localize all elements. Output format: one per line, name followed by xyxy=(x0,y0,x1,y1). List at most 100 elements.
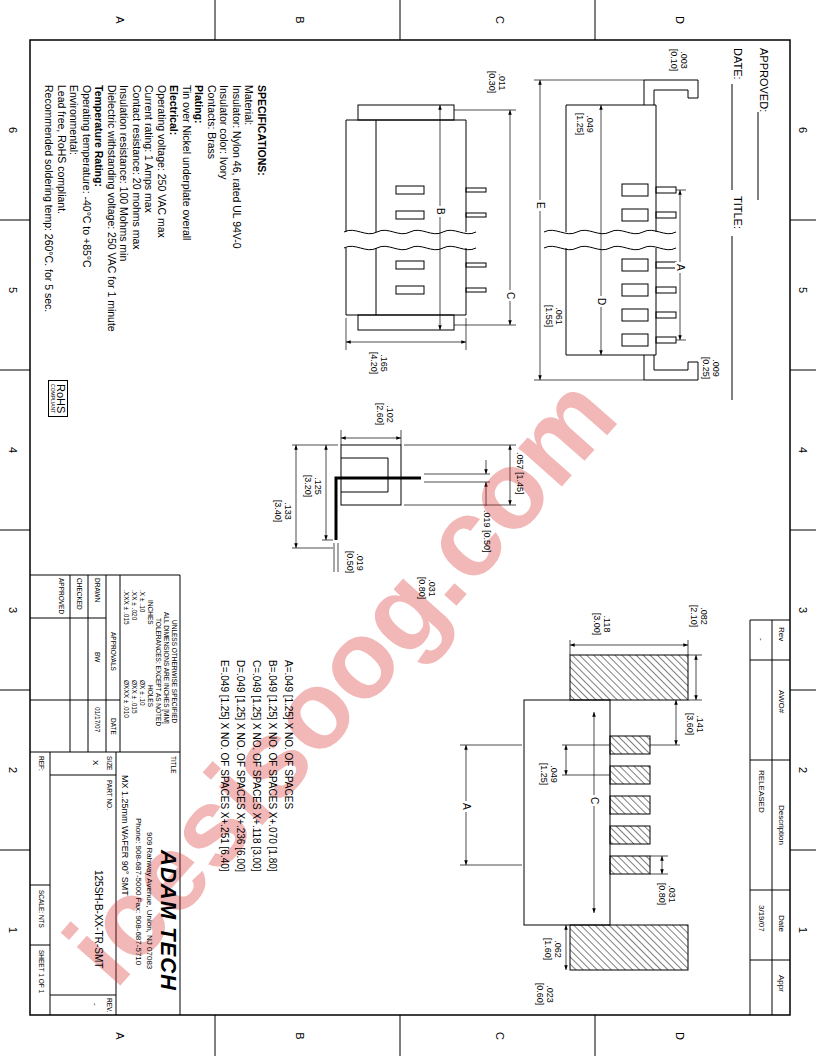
signal-pad xyxy=(610,766,650,784)
dimension-text: .141 [3.60] xyxy=(684,708,704,740)
part-number: 125SH-B-XX-TR-SMT xyxy=(93,870,105,968)
table-cell: 01/17/07 xyxy=(94,707,101,732)
tolerance-note: UNLESS OTHERWISE SPECIFIED xyxy=(171,620,178,723)
slot xyxy=(396,261,424,269)
table-cell: CHECKED xyxy=(76,578,83,610)
zone-number: 5 xyxy=(7,287,20,293)
spec-text: Insulator: Nylon 46, rated UL 94V-0 xyxy=(231,85,243,249)
break-line xyxy=(344,246,476,249)
contact-pins xyxy=(622,184,676,346)
extension-lines xyxy=(346,110,516,350)
signal-pad xyxy=(610,856,650,874)
dimension-text: .023 [0.60] xyxy=(534,978,554,1010)
pin xyxy=(656,337,676,343)
dimension-line xyxy=(440,105,441,330)
dimension-letter: B xyxy=(435,206,446,217)
zone-letter: A xyxy=(114,1032,127,1039)
zone-number: 1 xyxy=(7,927,20,933)
dimension-text: .062 [1.60] xyxy=(542,933,562,965)
dimension-line xyxy=(696,655,697,700)
logo-text: RoHS xyxy=(55,384,66,413)
table-cell: BW xyxy=(94,652,101,662)
pin xyxy=(656,287,676,293)
dimension-text: .009 [0.25] xyxy=(700,352,720,384)
pin xyxy=(656,187,676,193)
dimension-letter: C xyxy=(589,795,600,806)
pin xyxy=(656,262,676,268)
table-header: APPROVALS xyxy=(110,632,117,671)
zone-number: 5 xyxy=(797,287,810,293)
slot xyxy=(396,211,424,219)
pin xyxy=(656,312,676,318)
spec-text: Insulation resistance: 100 Mohms min xyxy=(118,85,130,261)
dimension-text: .165 [4.20] xyxy=(368,347,388,379)
zone-number: 1 xyxy=(797,927,810,933)
dimension-line xyxy=(662,856,663,874)
dimension-text: .031 [0.80] xyxy=(656,878,676,910)
latch xyxy=(358,315,454,330)
spec-text: Environmental: xyxy=(68,85,80,155)
dimension-text: .102 [2.60] xyxy=(374,398,394,430)
dimension-text: .019 [0.50] xyxy=(482,510,492,553)
dimension-text: .003 [0.10] xyxy=(668,44,688,76)
table-cell: X xyxy=(91,760,100,765)
zone-letter: A xyxy=(114,16,127,23)
zone-number: 4 xyxy=(797,447,810,453)
dimension-text: .061 [1.55] xyxy=(543,300,563,332)
formula-note: D=.049 [1.25] X NO. OF SPACES X+.236 [6.… xyxy=(235,660,247,872)
drawing-title: MX 1.25mm WAFER 90° SMT xyxy=(120,775,130,896)
signal-pad xyxy=(610,796,650,814)
zone-number: 6 xyxy=(7,127,20,133)
dimension-line xyxy=(594,712,595,913)
table-header: Description xyxy=(777,805,786,845)
pin xyxy=(466,263,486,267)
spec-text: Recommended soldering temp: 260°C. for 5… xyxy=(43,85,55,312)
spec-text: Operating temperature: -40°C to +85°C xyxy=(81,85,93,268)
spec-heading: SPECIFICATIONS: xyxy=(256,85,268,176)
table-header: AWO# xyxy=(777,690,786,713)
dimension-letter: C xyxy=(505,290,516,301)
dimension-text: .133 [3.40] xyxy=(272,495,292,527)
housing-edge xyxy=(376,120,377,315)
field-label: TITLE: xyxy=(731,196,744,229)
dimension-text: .049 [1.25] xyxy=(538,758,558,790)
dimension-line xyxy=(341,438,401,439)
dimension-line xyxy=(566,745,567,775)
extension-lines xyxy=(460,640,702,874)
spec-text: Insulator color: Ivory xyxy=(218,85,230,180)
company-address: 909 Rahway Avenue, Union, NJ 07083 xyxy=(145,832,154,969)
latch xyxy=(358,105,454,120)
table-cell: - xyxy=(757,638,766,641)
dimension-letter: E xyxy=(535,200,546,211)
table-header: SIZE xyxy=(106,756,113,770)
spec-heading: Plating: xyxy=(193,85,205,124)
zone-letter: B xyxy=(294,1032,307,1039)
pin-pocket xyxy=(622,184,648,196)
dimension-line xyxy=(601,105,602,355)
dimension-text: .125 [3.20] xyxy=(302,470,322,502)
tolerance-note: ØX ± .10 xyxy=(139,680,146,706)
table-cell: APPROVED xyxy=(58,578,65,614)
frame xyxy=(30,40,790,1015)
formula-note: A=.049 [1.25] X NO. OF SPACES xyxy=(283,660,295,809)
zone-number: 3 xyxy=(797,607,810,613)
tolerance-note: HOLES xyxy=(147,685,154,707)
dimension-line xyxy=(296,445,297,548)
component-outline xyxy=(524,700,610,925)
solder-pad xyxy=(570,925,688,970)
dimension-line xyxy=(540,80,541,380)
zone-letter: B xyxy=(294,16,307,23)
tolerance-note: ØXX ± .015 xyxy=(131,680,138,714)
break-line xyxy=(544,230,676,233)
slot xyxy=(396,286,424,294)
dimension-letter: D xyxy=(596,296,607,307)
compliance-logo: RoHSCOMPLIANT xyxy=(48,380,68,417)
dimension-line xyxy=(566,925,567,970)
dimension-text: .118 [3.00] xyxy=(591,608,611,640)
spec-text: Tin over Nickel underplate overall xyxy=(181,85,193,240)
zone-number: 2 xyxy=(7,767,20,773)
zone-number: 6 xyxy=(797,127,810,133)
housing-outline xyxy=(566,105,656,355)
dimension-line xyxy=(346,342,466,343)
